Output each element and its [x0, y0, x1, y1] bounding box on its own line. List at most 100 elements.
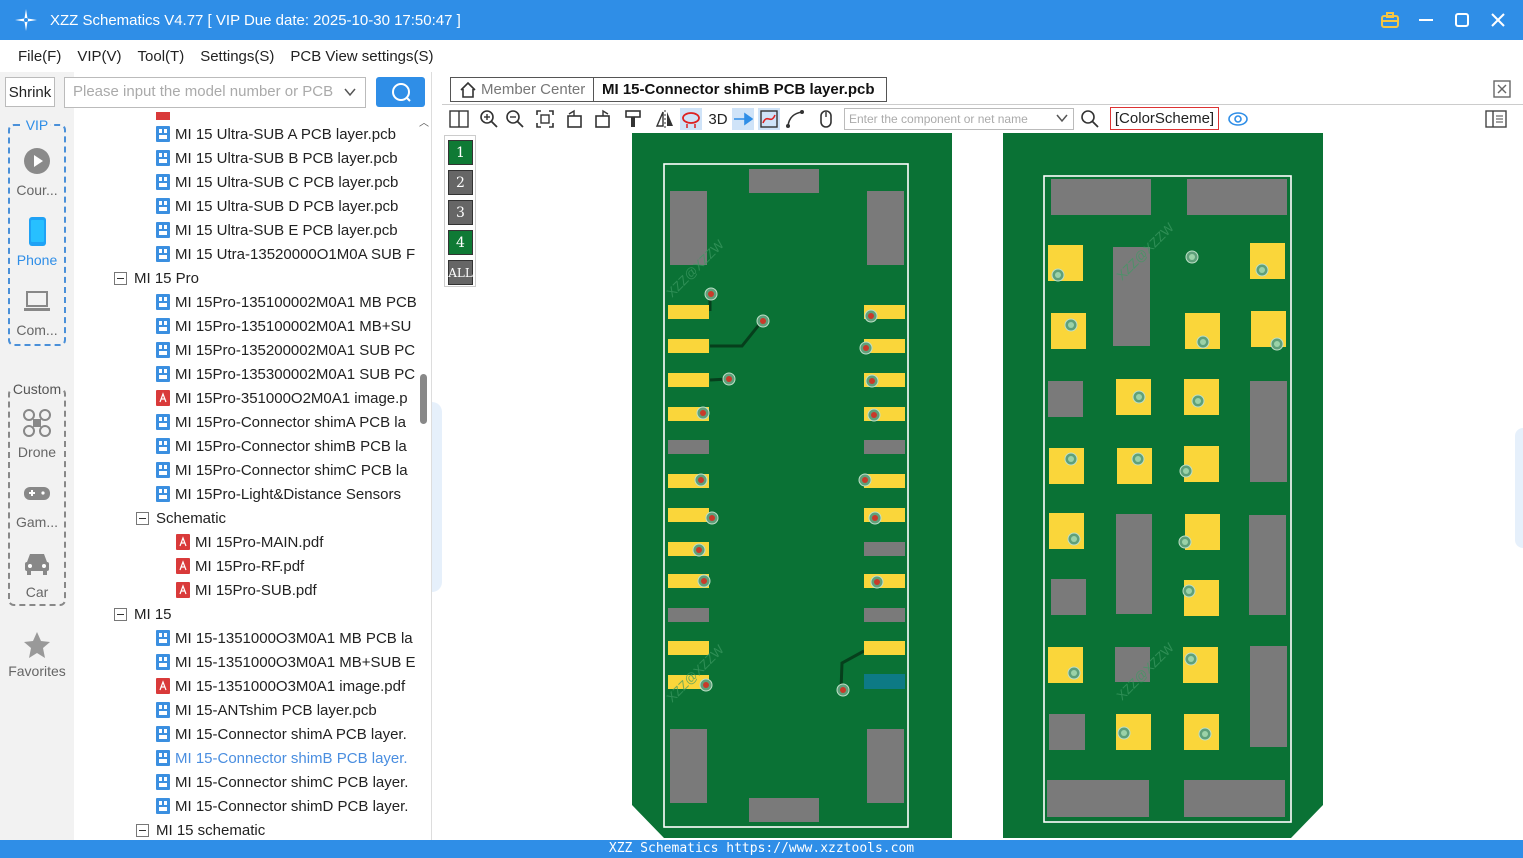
tree-scrollbar[interactable]: ︿: [418, 112, 430, 840]
color-scheme-button[interactable]: [ColorScheme]: [1110, 107, 1219, 130]
mirror-icon[interactable]: [654, 108, 676, 130]
pcb-pad[interactable]: [668, 373, 709, 387]
tree-file[interactable]: MI 15Pro-Connector shimC PCB la: [156, 458, 408, 482]
right-panel-handle[interactable]: [1515, 428, 1523, 548]
pcb-pad[interactable]: [668, 508, 709, 522]
pcb-pad[interactable]: [1049, 448, 1084, 484]
mouse-icon[interactable]: [815, 108, 837, 130]
maximize-button[interactable]: [1451, 9, 1473, 31]
pcb-pad[interactable]: [1250, 243, 1285, 279]
category-phone[interactable]: Phone: [10, 216, 64, 268]
close-button[interactable]: [1487, 9, 1509, 31]
pcb-pad[interactable]: [864, 608, 905, 622]
tab-active-pcb[interactable]: MI 15-Connector shimB PCB layer.pcb: [593, 77, 887, 102]
component-search-input[interactable]: Enter the component or net name: [844, 108, 1074, 130]
tree-file[interactable]: MI 15-1351000O3M0A1 MB PCB la: [156, 626, 413, 650]
tree-file[interactable]: MI 15 Utra-13520000O1M0A SUB F: [156, 242, 415, 266]
tree-file[interactable]: MI 15Pro-135200002M0A1 SUB PC: [156, 338, 415, 362]
pcb-pad[interactable]: [864, 542, 905, 556]
search-button[interactable]: [376, 77, 425, 107]
menu-settings[interactable]: Settings(S): [200, 47, 275, 65]
pcb-pad[interactable]: [668, 305, 709, 319]
tree-scroll-thumb[interactable]: [420, 374, 427, 424]
model-search-input[interactable]: Please input the model number or PCB: [64, 77, 366, 108]
tree-file[interactable]: MI 15 Ultra-SUB B PCB layer.pcb: [156, 146, 398, 170]
chevron-down-icon[interactable]: [1055, 111, 1069, 125]
pcb-pad[interactable]: [668, 608, 709, 622]
pcb-pad[interactable]: [668, 440, 709, 454]
pcb-pad[interactable]: [1117, 448, 1152, 484]
minimize-button[interactable]: [1415, 9, 1437, 31]
menu-tool[interactable]: Tool(T): [137, 47, 185, 65]
tree-file[interactable]: MI 15-Connector shimC PCB layer.: [156, 770, 408, 794]
panel-toggle-icon[interactable]: [1485, 108, 1507, 130]
scroll-up-icon[interactable]: ︿: [419, 118, 429, 129]
tree-file[interactable]: MI 15-1351000O3M0A1 image.pdf: [156, 674, 405, 698]
menu-vip[interactable]: VIP(V): [77, 47, 122, 65]
tree-file[interactable]: MI 15Pro-135100002M0A1 MB PCB: [156, 290, 417, 314]
category-car[interactable]: Car: [10, 548, 64, 600]
pcb-pad[interactable]: [668, 339, 709, 353]
tree-file[interactable]: MI 15-1351000O3M0A1 MB+SUB E: [156, 650, 416, 674]
tree-folder[interactable]: MI 15: [114, 602, 172, 626]
shrink-button[interactable]: Shrink: [5, 77, 55, 107]
fit-view-icon[interactable]: [534, 108, 556, 130]
collapse-handle[interactable]: [432, 402, 442, 592]
category-drone[interactable]: Drone: [10, 408, 64, 460]
layer-all-button[interactable]: ALL: [448, 260, 473, 285]
tree-file[interactable]: MI 15 Ultra-SUB C PCB layer.pcb: [156, 170, 398, 194]
menu-pcb-view-settings[interactable]: PCB View settings(S): [290, 47, 434, 65]
pcb-pad[interactable]: [1049, 513, 1084, 549]
pcb-pad[interactable]: [864, 474, 905, 488]
layer-4-button[interactable]: 4: [448, 230, 473, 255]
zoom-in-icon[interactable]: [478, 108, 500, 130]
vip-bag-icon[interactable]: [1379, 9, 1401, 31]
pcb-board-view[interactable]: XZZ@XZZW XZZ@XZZW XZZ@XZZW XZZ@XZZW: [442, 133, 1523, 838]
paint-brush-icon[interactable]: [622, 108, 644, 130]
tree-file[interactable]: MI 15 Ultra-SUB A PCB layer.pcb: [156, 122, 396, 146]
layer-1-button[interactable]: 1: [448, 140, 473, 165]
pcb-pad[interactable]: [864, 641, 905, 655]
view-3d-button[interactable]: 3D: [705, 108, 731, 130]
eye-icon[interactable]: [1227, 108, 1249, 130]
tree-file[interactable]: MI 15-ANTshim PCB layer.pcb: [156, 698, 377, 722]
close-tabs-icon[interactable]: [1493, 80, 1511, 98]
layer-2-button[interactable]: 2: [448, 170, 473, 195]
favorites-button[interactable]: Favorites: [2, 630, 72, 679]
pcb-pad[interactable]: [864, 574, 905, 588]
tree-file[interactable]: MI 15 Ultra-SUB D PCB layer.pcb: [156, 194, 398, 218]
tree-file[interactable]: MI 15Pro-MAIN.pdf: [176, 530, 323, 554]
pcb-pad[interactable]: [668, 675, 709, 689]
panel-splitter[interactable]: [431, 72, 442, 840]
tree-file[interactable]: MI 15-Connector shimB PCB layer.: [156, 746, 408, 770]
tree-file[interactable]: MI 15Pro-SUB.pdf: [176, 578, 317, 602]
tree-folder[interactable]: MI 15 Pro: [114, 266, 199, 290]
tab-member-center[interactable]: Member Center: [450, 77, 595, 102]
category-game[interactable]: Gam...: [10, 478, 64, 530]
pcb-pad[interactable]: [1183, 647, 1218, 683]
pcb-canvas[interactable]: 1 2 3 4 ALL: [442, 133, 1523, 838]
layer-3-button[interactable]: 3: [448, 200, 473, 225]
tree-folder[interactable]: MI 15 schematic: [136, 818, 265, 840]
split-view-icon[interactable]: [448, 108, 470, 130]
tree-file[interactable]: MI 15-Connector shimD PCB layer.: [156, 794, 408, 818]
net-highlight-icon[interactable]: [680, 108, 702, 130]
rotate-left-icon[interactable]: [564, 108, 586, 130]
tree-file[interactable]: MI 15Pro-Light&Distance Sensors: [156, 482, 401, 506]
pin-arrow-icon[interactable]: [732, 108, 754, 130]
tree-file[interactable]: MI 15Pro-135100002M0A1 MB+SU: [156, 314, 411, 338]
tree-file[interactable]: MI 15Pro-135300002M0A1 SUB PC: [156, 362, 415, 386]
pcb-pad[interactable]: [864, 339, 905, 353]
chevron-down-icon[interactable]: [343, 85, 357, 99]
tree-file[interactable]: MI 15Pro-RF.pdf: [176, 554, 304, 578]
tree-file[interactable]: MI 15Pro-351000O2M0A1 image.p: [156, 386, 408, 410]
tree-file[interactable]: MI 15 Ultra-SUB E PCB layer.pcb: [156, 218, 398, 242]
category-course[interactable]: Cour...: [10, 146, 64, 198]
pcb-pad[interactable]: [668, 641, 709, 655]
tree-file[interactable]: MI 15Pro-Connector shimB PCB la: [156, 434, 407, 458]
menu-file[interactable]: File(F): [18, 47, 62, 65]
tree-file[interactable]: MI 15-Connector shimA PCB layer.: [156, 722, 407, 746]
rotate-right-icon[interactable]: [591, 108, 613, 130]
trace-icon[interactable]: [784, 108, 806, 130]
component-search-icon[interactable]: [1079, 108, 1101, 130]
